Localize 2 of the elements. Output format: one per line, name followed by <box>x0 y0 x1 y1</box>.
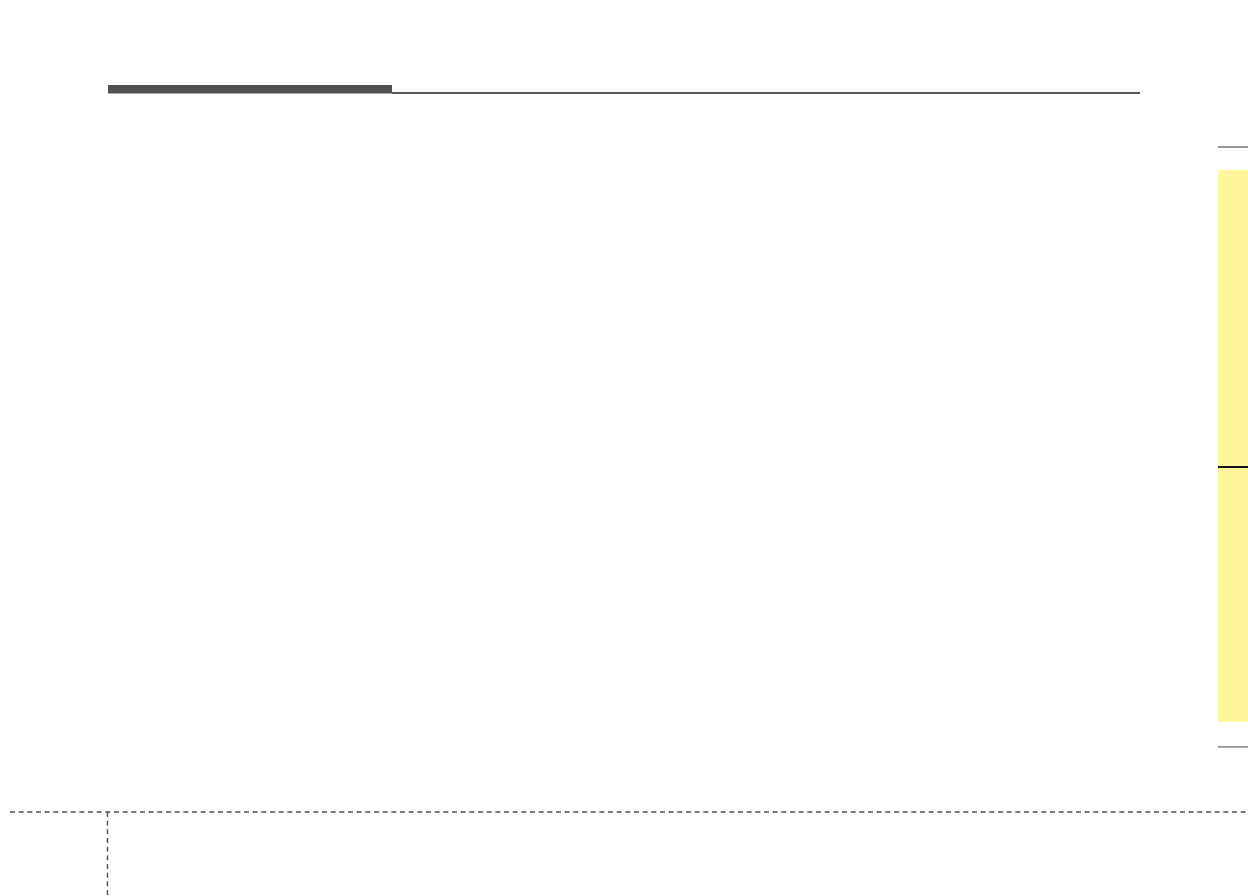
side-tab <box>1218 170 1248 467</box>
side-tab <box>1218 467 1248 722</box>
